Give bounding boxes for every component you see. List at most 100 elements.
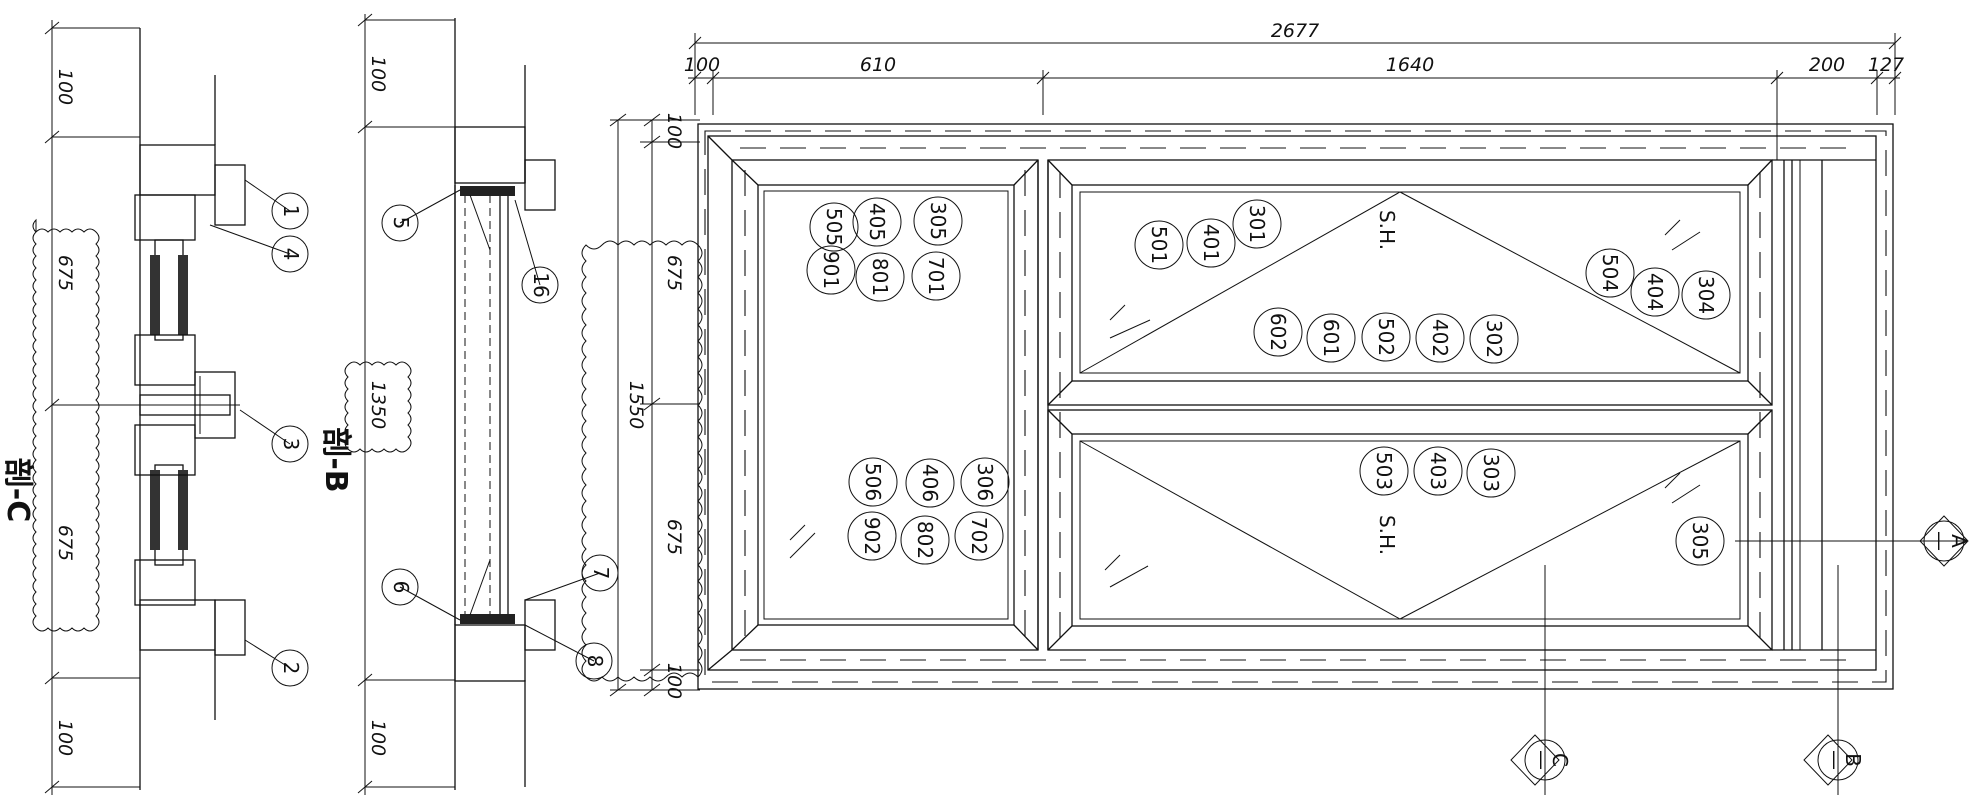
dim-127: 127 <box>1868 54 1904 76</box>
sec-c-dim-3: 675 <box>54 525 76 561</box>
callout-b-6-label: 6 <box>389 581 413 594</box>
marker-a-dash: — <box>1928 531 1952 551</box>
tag-right-top-c-2: 304 <box>1681 270 1731 320</box>
dim-200: 200 <box>1809 54 1845 76</box>
callout-c-4: 4 <box>209 224 309 273</box>
tag-left-bottom-2-label: 306 <box>973 463 997 501</box>
callout-b-5: 5 <box>381 189 461 242</box>
tag-left-top-4: 801 <box>855 252 905 302</box>
tag-right-top-a-1-label: 401 <box>1199 224 1223 262</box>
tag-left-top-2-label: 305 <box>926 202 950 240</box>
tag-right-top-a-2: 301 <box>1232 199 1282 249</box>
callout-c-4-label: 4 <box>279 248 303 261</box>
callout-b-5-label: 5 <box>389 217 413 230</box>
tag-left-bottom-1: 406 <box>905 458 955 508</box>
outer-frame <box>697 123 1894 690</box>
sash-label-bottom: S.H. <box>1375 515 1399 555</box>
tag-right-top-b-0: 602 <box>1253 307 1303 357</box>
section-callouts: 1 4 3 2 5 16 6 7 8 <box>209 179 619 687</box>
tag-left-bottom-4: 802 <box>900 515 950 565</box>
tag-right-bottom-0-label: 503 <box>1372 452 1396 490</box>
dim-610: 610 <box>860 54 896 76</box>
tag-right-top-b-1: 601 <box>1306 313 1356 363</box>
tag-left-top-2: 305 <box>913 196 963 246</box>
dim-height-675-bottom: 675 <box>663 519 685 555</box>
tag-right-top-a-1: 401 <box>1186 218 1236 268</box>
callout-b-6: 6 <box>381 568 461 621</box>
right-bottom-sash <box>1047 409 1773 651</box>
tag-right-top-b-4: 302 <box>1469 314 1519 364</box>
tag-right-top-b-2-label: 502 <box>1374 318 1398 356</box>
left-panel-glass <box>757 184 1015 626</box>
section-c-title: 剖-C <box>0 458 35 522</box>
tag-left-top-5: 701 <box>911 251 961 301</box>
tag-right-top-b-2: 502 <box>1361 312 1411 362</box>
tag-left-bottom-0: 506 <box>848 457 898 507</box>
tag-right-bottom-extra: 305 <box>1675 516 1725 566</box>
tag-right-top-c-1: 404 <box>1630 267 1680 317</box>
tag-right-top-c-0: 504 <box>1585 248 1635 298</box>
dim-height-top-100: 100 <box>663 113 685 149</box>
tag-left-top-0-label: 505 <box>822 208 846 246</box>
dim-height-bottom-100: 100 <box>663 663 685 699</box>
callout-b-16: 16 <box>514 199 559 304</box>
tag-right-top-b-0-label: 602 <box>1266 313 1290 351</box>
tag-left-top-1: 405 <box>852 197 902 247</box>
section-b-detail: 100 1350 100 <box>344 13 556 795</box>
tag-left-top-5-label: 701 <box>924 257 948 295</box>
sec-b-dim-3: 100 <box>367 720 389 756</box>
section-marker-c: C — <box>1510 734 1572 786</box>
tag-right-top-c-2-label: 304 <box>1694 276 1718 314</box>
sec-c-dim-1: 100 <box>54 69 76 105</box>
callout-b-8-label: 8 <box>583 655 607 668</box>
dim-100-left: 100 <box>684 54 720 76</box>
section-marker-a: A — <box>1919 515 1971 567</box>
tag-left-top-3-label: 901 <box>819 251 843 289</box>
dim-1640: 1640 <box>1386 54 1434 76</box>
marker-c-dash: — <box>1530 750 1554 770</box>
tag-left-top-3: 901 <box>806 245 856 295</box>
tag-right-bottom-2: 303 <box>1466 448 1516 498</box>
tag-right-bottom-2-label: 303 <box>1479 454 1503 492</box>
dim-height-1550: 1550 <box>625 381 647 429</box>
tag-right-bottom-0: 503 <box>1359 446 1409 496</box>
tag-right-top-b-3: 402 <box>1415 313 1465 363</box>
callout-c-3: 3 <box>239 409 309 463</box>
tag-left-bottom-5: 702 <box>954 511 1004 561</box>
tag-right-top-a-2-label: 301 <box>1245 205 1269 243</box>
callout-b-7-label: 7 <box>589 567 613 580</box>
tag-right-bottom-1-label: 403 <box>1426 452 1450 490</box>
callout-c-2: 2 <box>244 639 309 687</box>
callout-b-8: 8 <box>524 624 613 680</box>
callout-c-1-label: 1 <box>279 205 303 218</box>
top-dimension-chain: 2677 100 610 1640 200 127 <box>684 20 1904 160</box>
section-c-detail: 100 675 675 100 <box>32 20 246 795</box>
marker-a-letter: A <box>1947 534 1971 548</box>
sec-b-dim-1: 100 <box>367 56 389 92</box>
callout-c-3-label: 3 <box>279 438 303 451</box>
tag-left-top-1-label: 405 <box>865 203 889 241</box>
callout-b-7: 7 <box>524 554 619 601</box>
right-top-sash <box>1047 159 1773 406</box>
tag-left-bottom-0-label: 506 <box>861 463 885 501</box>
tag-right-top-a-0: 501 <box>1134 220 1184 270</box>
tag-right-top-c-0-label: 504 <box>1598 254 1622 292</box>
tag-right-top-b-1-label: 601 <box>1319 319 1343 357</box>
marker-b-dash: — <box>1823 750 1847 770</box>
tag-right-bottom-extra-label: 305 <box>1688 522 1712 560</box>
tag-right-top-c-1-label: 404 <box>1643 273 1667 311</box>
tag-right-top-a-0-label: 501 <box>1147 226 1171 264</box>
callout-b-16-label: 16 <box>529 272 553 297</box>
dim-height-675-top: 675 <box>663 255 685 291</box>
tag-left-bottom-3-label: 902 <box>860 517 884 555</box>
dim-overall-width: 2677 <box>1271 20 1319 42</box>
callout-c-1: 1 <box>244 179 309 230</box>
sec-b-dim-2: 1350 <box>367 381 389 429</box>
tag-left-bottom-2: 306 <box>960 457 1010 507</box>
tag-left-top-0: 505 <box>809 202 859 252</box>
section-b-title: 剖-B <box>318 427 353 492</box>
tag-left-bottom-1-label: 406 <box>918 464 942 502</box>
revision-cloud-elevation <box>581 240 703 682</box>
